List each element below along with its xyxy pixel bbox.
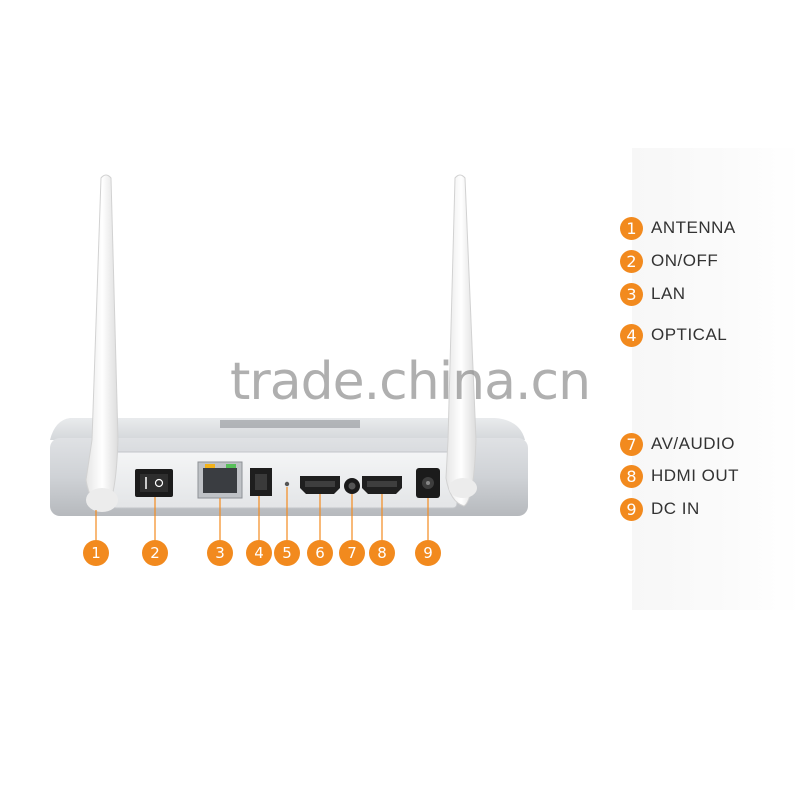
port-badge-1: 1 <box>83 540 109 566</box>
pointer-lines <box>95 487 429 540</box>
legend-item-hdmi-out: 8 HDMI OUT <box>620 464 739 488</box>
legend-label: HDMI OUT <box>651 466 740 485</box>
legend-number: 2 <box>620 249 643 273</box>
legend-item-dc-in: 9 DC IN <box>620 497 700 521</box>
legend-item-on-off: 2 ON/OFF <box>620 249 718 273</box>
port-badge-3: 3 <box>207 540 233 566</box>
port-badge-4: 4 <box>246 540 272 566</box>
legend-item-optical: 4 OPTICAL <box>620 323 727 347</box>
antenna-left <box>85 174 119 512</box>
reset-hole <box>284 481 290 487</box>
legend-number: 7 <box>620 432 643 456</box>
legend-number: 1 <box>620 216 643 240</box>
port-badge-8: 8 <box>369 540 395 566</box>
device-top-print <box>220 420 360 428</box>
legend-number: 8 <box>620 464 643 488</box>
legend-label: ANTENNA <box>651 218 736 237</box>
legend-number: 4 <box>620 323 643 347</box>
legend-label: AV/AUDIO <box>651 434 735 453</box>
legend-label: DC IN <box>651 499 700 518</box>
port-badge-2: 2 <box>142 540 168 566</box>
antenna-right <box>445 174 477 507</box>
port-badge-7: 7 <box>339 540 365 566</box>
watermark-text: trade.china.cn <box>230 352 591 412</box>
port-badge-6: 6 <box>307 540 333 566</box>
device-top <box>50 418 525 440</box>
port-badge-9: 9 <box>415 540 441 566</box>
port-badge-5: 5 <box>274 540 300 566</box>
legend-panel <box>632 148 800 610</box>
legend-item-av-audio: 7 AV/AUDIO <box>620 432 735 456</box>
legend-label: LAN <box>651 284 686 303</box>
legend-label: ON/OFF <box>651 251 719 270</box>
legend-number: 3 <box>620 282 643 306</box>
legend-label: OPTICAL <box>651 325 728 344</box>
legend-number: 9 <box>620 497 643 521</box>
legend-item-antenna: 1 ANTENNA <box>620 216 736 240</box>
legend-item-lan: 3 LAN <box>620 282 686 306</box>
